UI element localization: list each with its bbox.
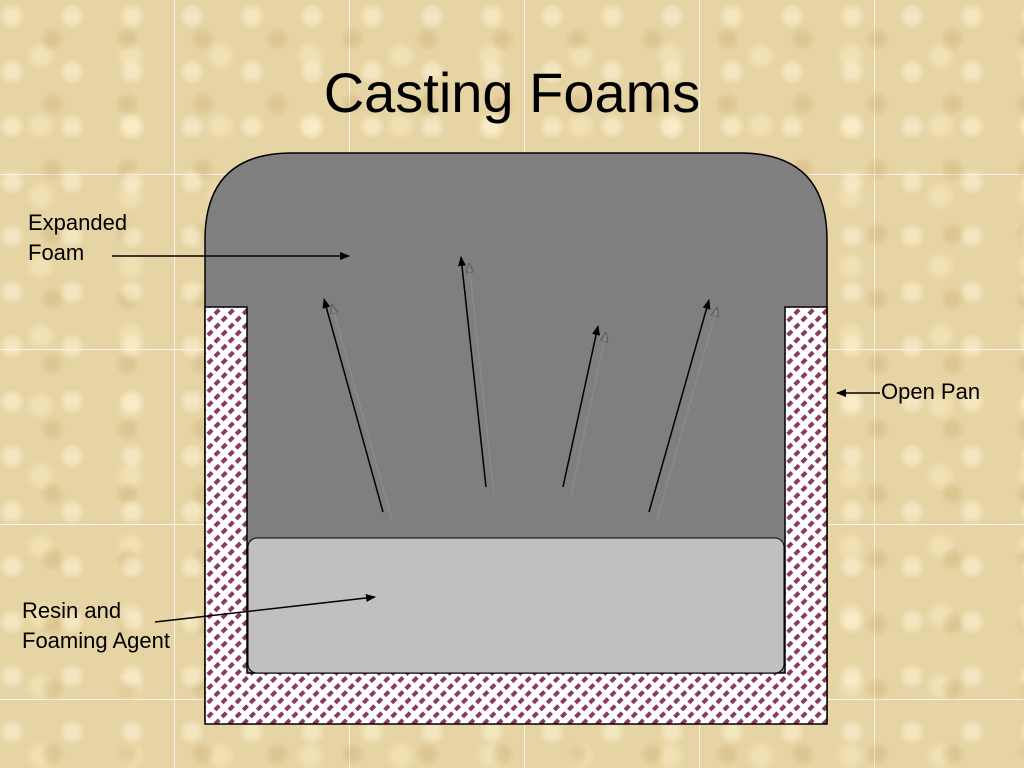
expansion-arrow <box>322 298 384 513</box>
resin-label-line: Resin and <box>22 598 122 623</box>
resin-label: Resin and Foaming Agent <box>22 596 170 656</box>
expanded-foam-label-line: Foam <box>28 240 85 265</box>
expanded-foam-label: Expanded Foam <box>28 208 127 268</box>
open-pan <box>204 306 828 725</box>
resin-label-line: Foaming Agent <box>22 628 170 653</box>
resin-leader-line <box>154 594 376 623</box>
expansion-arrow <box>562 325 600 488</box>
expansion-arrow <box>570 333 606 496</box>
open-pan-label: Open Pan <box>881 379 981 404</box>
expanded-foam-label-line: Expanded <box>28 210 128 235</box>
expansion-arrow <box>648 299 711 513</box>
expansion-arrow <box>656 308 717 521</box>
expansion-arrows <box>322 256 717 521</box>
expansion-arrow <box>457 256 487 488</box>
slide-title: Casting Foams <box>323 61 701 124</box>
expansion-arrow <box>332 305 393 521</box>
expansion-arrow <box>469 264 495 496</box>
resin-layer <box>247 537 785 674</box>
